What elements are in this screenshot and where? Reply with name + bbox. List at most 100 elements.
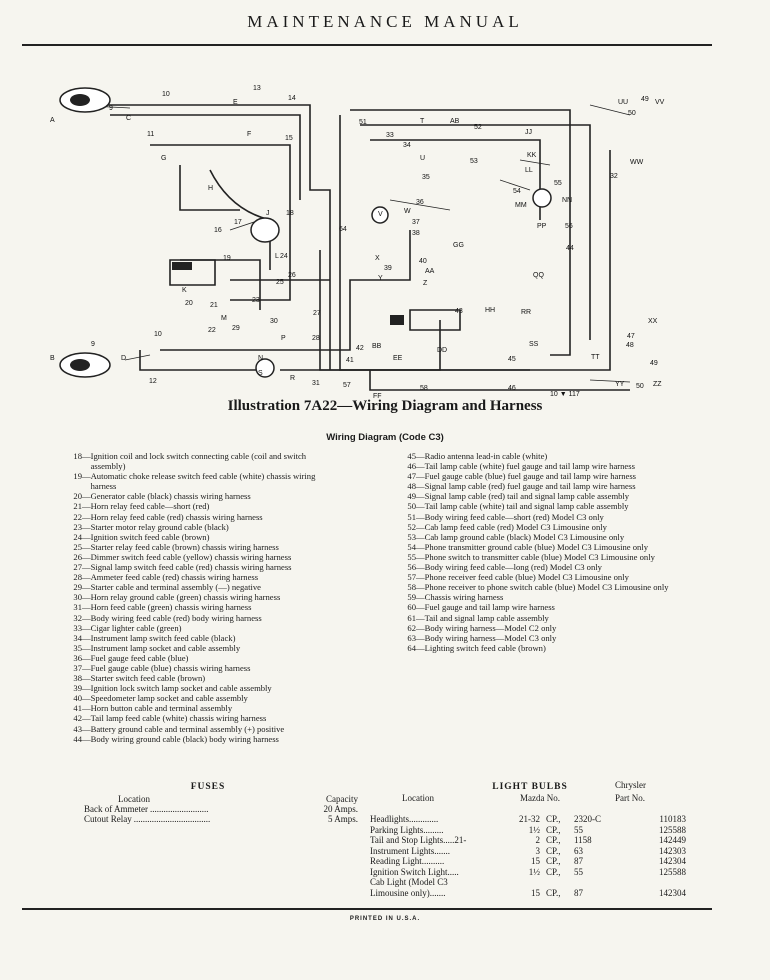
- bulb-cp: CP.,: [546, 845, 561, 856]
- legend-dash: —: [82, 592, 91, 603]
- legend-text: Phone transmitter ground cable (blue) Mo…: [424, 541, 648, 552]
- legend-dash: —: [416, 491, 425, 502]
- page-header-title: MAINTENANCE MANUAL: [247, 12, 523, 31]
- legend-item: 18—Ignition coil and lock switch connect…: [58, 451, 338, 471]
- legend-item: 21—Horn relay feed cable—short (red): [58, 501, 338, 511]
- legend-number: 40: [73, 693, 82, 704]
- legend-text: Ammeter feed cable (red) chassis wiring …: [90, 572, 259, 583]
- legend-number: 61: [407, 612, 416, 623]
- legend-text: Horn relay feed cable—short (red): [90, 501, 210, 512]
- fuse-location: Cutout Relay: [84, 814, 132, 824]
- legend-dash: —: [82, 511, 91, 522]
- svg-text:AA: AA: [425, 268, 435, 275]
- svg-text:49: 49: [650, 360, 658, 367]
- bulb-n: 21-32: [519, 814, 540, 824]
- legend-item: 45—Radio antenna lead-in cable (white): [392, 451, 672, 461]
- legend-dash: —: [82, 531, 91, 542]
- legend-dash: —: [416, 622, 425, 633]
- svg-text:46: 46: [508, 385, 516, 392]
- bulb-row: Cab Light (Model C3: [370, 877, 690, 888]
- legend-item: 55—Phone switch to transmitter cable (bl…: [392, 552, 672, 562]
- legend-text: Signal lamp cable (red) tail and signal …: [424, 491, 630, 502]
- legend-item: 23—Starter motor relay ground cable (bla…: [58, 522, 338, 532]
- legend-item: 24—Ignition switch feed cable (brown): [58, 532, 338, 542]
- legend-number: 19: [73, 471, 82, 482]
- svg-text:50: 50: [636, 383, 644, 390]
- legend-dash: —: [82, 471, 91, 482]
- bulb-n: 15: [531, 887, 540, 898]
- legend-text: Tail lamp feed cable (white) chassis wir…: [90, 713, 267, 724]
- bulb-cp: CP.,: [546, 887, 561, 898]
- svg-text:42: 42: [356, 345, 364, 352]
- legend-number: 18: [73, 451, 82, 461]
- svg-text:M: M: [221, 315, 227, 322]
- svg-text:14: 14: [288, 95, 296, 102]
- legend-dash: —: [416, 572, 425, 583]
- legend-item: 62—Body wiring harness—Model C2 only: [392, 623, 672, 633]
- legend-item: 35—Instrument lamp socket and cable asse…: [58, 643, 338, 653]
- legend-item: 44—Body wiring ground cable (black) body…: [58, 734, 338, 744]
- legend-number: 39: [73, 683, 82, 694]
- svg-text:38: 38: [412, 230, 420, 237]
- bulb-n: 1½: [528, 866, 540, 877]
- svg-text:K: K: [182, 287, 187, 294]
- legend-text: Starter relay feed cable (brown) chassis…: [90, 541, 279, 552]
- legend-dash: —: [416, 551, 425, 562]
- legend-dash: —: [82, 602, 91, 613]
- legend-item: 30—Horn relay ground cable (green) chass…: [58, 592, 338, 602]
- bulb-location: Ignition Switch Light.....: [370, 866, 459, 877]
- legend-number: 64: [407, 642, 416, 653]
- svg-text:27: 27: [313, 310, 321, 317]
- legend-text: Body wiring harness—Model C2 only: [424, 622, 557, 633]
- svg-text:FF: FF: [373, 393, 382, 400]
- svg-text:VV: VV: [655, 99, 665, 106]
- legend-dash: —: [82, 673, 91, 684]
- bulbs-col-mazda: Mazda No.: [520, 793, 560, 803]
- legend-dash: —: [416, 511, 425, 522]
- legend-text: Signal lamp cable (red) fuel gauge and t…: [424, 481, 636, 492]
- svg-text:15: 15: [285, 135, 293, 142]
- legend-dash: —: [416, 471, 425, 482]
- svg-text:64: 64: [339, 226, 347, 233]
- fuse-dots: ..................................: [133, 814, 211, 824]
- svg-text:17: 17: [234, 219, 242, 226]
- legend-text: Tail and signal lamp cable assembly: [424, 612, 549, 623]
- bulb-cp: CP.,: [546, 856, 561, 866]
- legend-dash: —: [416, 602, 425, 613]
- fuse-dots: ..........................: [149, 804, 209, 814]
- svg-text:HH: HH: [485, 307, 495, 314]
- legend-item: 28—Ammeter feed cable (red) chassis wiri…: [58, 572, 338, 582]
- legend-dash: —: [416, 642, 425, 653]
- svg-text:29: 29: [232, 325, 240, 332]
- legend-item: 32—Body wiring feed cable (red) body wir…: [58, 613, 338, 623]
- footer-printed: PRINTED IN U.S.A.: [349, 916, 421, 922]
- legend-item: 48—Signal lamp cable (red) fuel gauge an…: [392, 481, 672, 491]
- svg-text:X: X: [375, 255, 380, 262]
- footer-rule: [22, 908, 712, 910]
- svg-text:22: 22: [208, 327, 216, 334]
- legend-text: Cigar lighter cable (green): [90, 622, 182, 633]
- legend-item: 19—Automatic choke release switch feed c…: [58, 471, 338, 491]
- legend-text: Automatic choke release switch feed cabl…: [90, 471, 316, 492]
- fuses-col-location: Location: [118, 794, 150, 804]
- legend-item: 61—Tail and signal lamp cable assembly: [392, 613, 672, 623]
- svg-text:DD: DD: [437, 347, 447, 354]
- svg-text:19: 19: [223, 255, 231, 262]
- legend-dash: —: [416, 461, 425, 472]
- legend-right-column: 45—Radio antenna lead-in cable (white)46…: [392, 451, 672, 653]
- bulb-cp: CP.,: [546, 824, 561, 835]
- legend-text: Speedometer lamp socket and cable assemb…: [90, 693, 248, 704]
- legend-number: 41: [73, 703, 82, 714]
- legend-item: 57—Phone receiver feed cable (blue) Mode…: [392, 572, 672, 582]
- svg-text:SS: SS: [529, 341, 539, 348]
- bulb-n: 2: [535, 835, 541, 845]
- svg-text:XX: XX: [648, 318, 658, 325]
- svg-text:10: 10: [162, 91, 170, 98]
- legend-text: Cab lamp feed cable (red) Model C3 Limou…: [424, 521, 607, 532]
- legend-number: 33: [73, 622, 82, 633]
